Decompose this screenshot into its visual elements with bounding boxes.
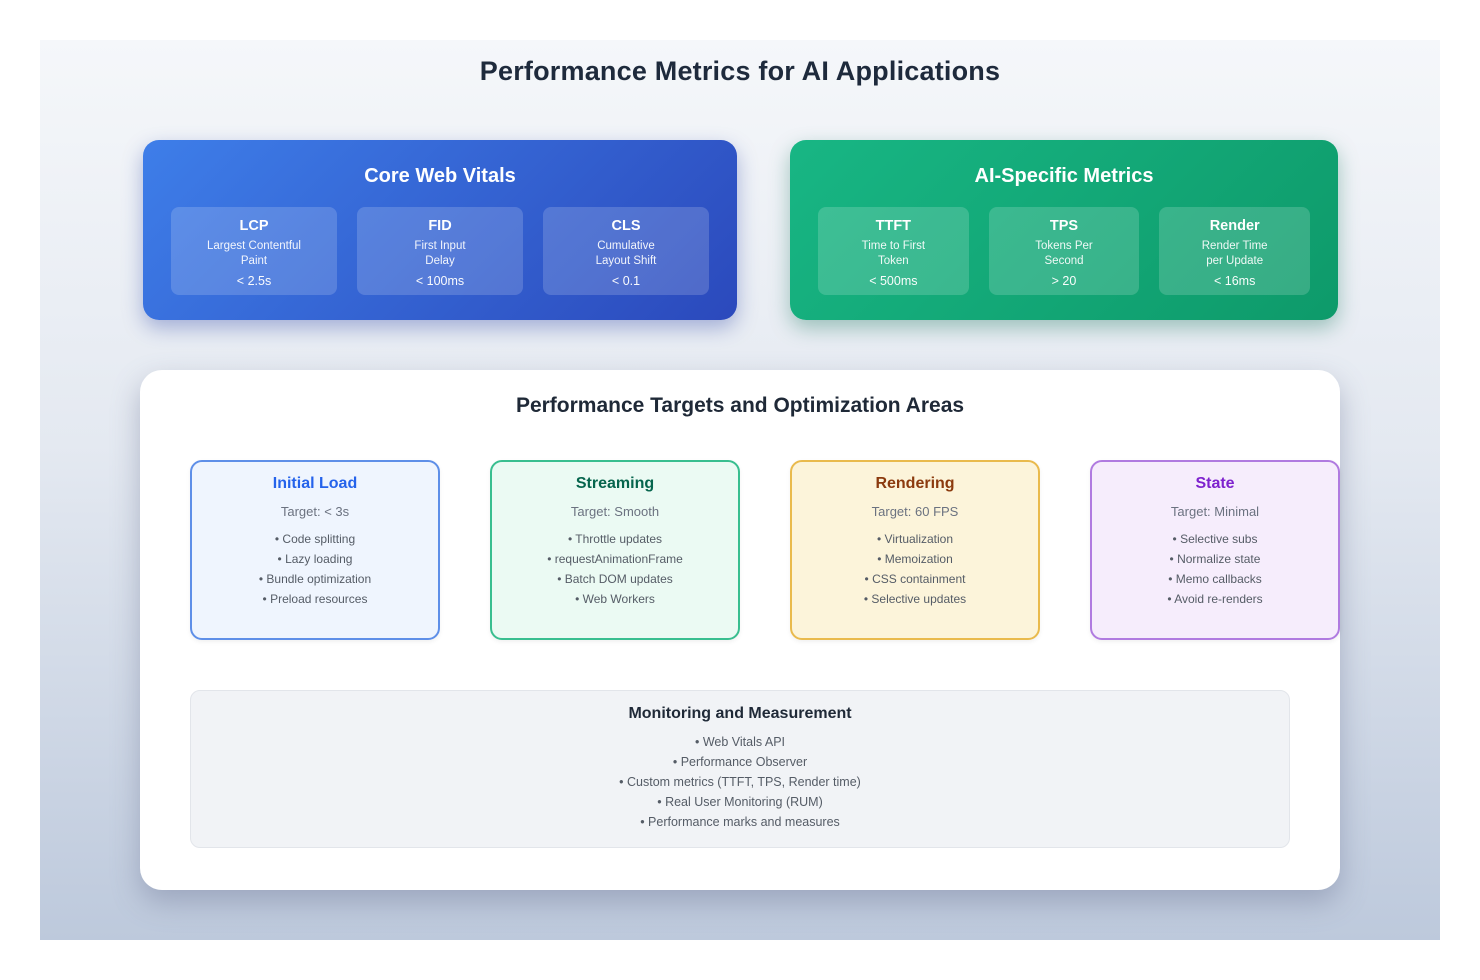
metric-tiles: LCP Largest Contentful Paint < 2.5s FID … — [171, 207, 709, 295]
metric-tile-render: Render Render Time per Update < 16ms — [1159, 207, 1311, 295]
metric-name: CLS — [611, 218, 641, 234]
panel-title: Performance Targets and Optimization Are… — [515, 394, 965, 417]
monitoring-item: Performance Observer — [191, 752, 1289, 772]
area-target: Target: Minimal — [1170, 504, 1260, 519]
metric-name: TPS — [1049, 218, 1079, 234]
metric-name: TTFT — [875, 218, 912, 234]
area-item: Avoid re-renders — [1092, 589, 1338, 609]
area-item: Selective subs — [1092, 529, 1338, 549]
area-item: Memoization — [792, 549, 1038, 569]
area-item: Lazy loading — [192, 549, 438, 569]
area-item: requestAnimationFrame — [492, 549, 738, 569]
area-item: Bundle optimization — [192, 569, 438, 589]
area-item-list: Selective subs Normalize state Memo call… — [1092, 529, 1338, 609]
metric-description: Render Time per Update — [1201, 240, 1268, 267]
area-card-initial-load: Initial Load Target: < 3s Code splitting… — [190, 460, 440, 640]
area-item: Selective updates — [792, 589, 1038, 609]
optimization-areas-row: Initial Load Target: < 3s Code splitting… — [190, 460, 1340, 640]
area-item: Web Workers — [492, 589, 738, 609]
monitoring-item: Web Vitals API — [191, 732, 1289, 752]
group-title: Core Web Vitals — [364, 165, 516, 187]
metric-name: LCP — [239, 218, 269, 234]
area-item: Normalize state — [1092, 549, 1338, 569]
area-card-state: State Target: Minimal Selective subs Nor… — [1090, 460, 1340, 640]
metric-groups-row: Core Web Vitals LCP Largest Contentful P… — [143, 140, 1338, 320]
area-item: Code splitting — [192, 529, 438, 549]
area-item-list: Code splitting Lazy loading Bundle optim… — [192, 529, 438, 609]
metric-description: First Input Delay — [414, 240, 466, 267]
area-target: Target: Smooth — [570, 504, 660, 519]
area-card-streaming: Streaming Target: Smooth Throttle update… — [490, 460, 740, 640]
area-item: Memo callbacks — [1092, 569, 1338, 589]
monitoring-section: Monitoring and Measurement Web Vitals AP… — [190, 690, 1290, 848]
metric-name: Render — [1209, 218, 1260, 234]
core-web-vitals-card: Core Web Vitals LCP Largest Contentful P… — [143, 140, 737, 320]
area-item: Preload resources — [192, 589, 438, 609]
metric-description: Cumulative Layout Shift — [595, 240, 657, 267]
monitoring-item-list: Web Vitals API Performance Observer Cust… — [191, 732, 1289, 832]
metric-value: < 16ms — [1214, 274, 1256, 288]
area-card-rendering: Rendering Target: 60 FPS Virtualization … — [790, 460, 1040, 640]
metric-tile-cls: CLS Cumulative Layout Shift < 0.1 — [543, 207, 709, 295]
metric-tile-tps: TPS Tokens Per Second > 20 — [988, 207, 1140, 295]
metric-description: Tokens Per Second — [1035, 240, 1093, 267]
area-target: Target: < 3s — [280, 504, 350, 519]
area-title: State — [1195, 475, 1235, 492]
monitoring-item: Performance marks and measures — [191, 812, 1289, 832]
metric-value: < 0.1 — [611, 274, 641, 288]
metric-tile-ttft: TTFT Time to First Token < 500ms — [818, 207, 969, 295]
metric-value: < 500ms — [869, 274, 918, 288]
monitoring-title: Monitoring and Measurement — [628, 705, 852, 722]
metric-description: Largest Contentful Paint — [207, 240, 301, 267]
area-item: Virtualization — [792, 529, 1038, 549]
metric-description: Time to First Token — [861, 240, 926, 267]
metric-value: > 20 — [1051, 274, 1077, 288]
area-item: Throttle updates — [492, 529, 738, 549]
ai-specific-metrics-card: AI-Specific Metrics TTFT Time to First T… — [790, 140, 1338, 320]
area-title: Streaming — [575, 475, 655, 492]
metric-tiles: TTFT Time to First Token < 500ms TPS Tok… — [818, 207, 1311, 295]
monitoring-item: Custom metrics (TTFT, TPS, Render time) — [191, 772, 1289, 792]
metric-value: < 100ms — [415, 274, 465, 288]
metric-tile-fid: FID First Input Delay < 100ms — [357, 207, 523, 295]
performance-targets-panel: Performance Targets and Optimization Are… — [140, 370, 1340, 890]
area-item-list: Virtualization Memoization CSS containme… — [792, 529, 1038, 609]
metric-tile-lcp: LCP Largest Contentful Paint < 2.5s — [171, 207, 337, 295]
page-title: Performance Metrics for AI Applications — [479, 56, 1001, 86]
area-item: CSS containment — [792, 569, 1038, 589]
area-target: Target: 60 FPS — [871, 504, 959, 519]
area-title: Rendering — [875, 475, 955, 492]
metric-name: FID — [428, 218, 452, 234]
metric-value: < 2.5s — [236, 274, 272, 288]
area-item-list: Throttle updates requestAnimationFrame B… — [492, 529, 738, 609]
group-title: AI-Specific Metrics — [974, 165, 1154, 187]
area-item: Batch DOM updates — [492, 569, 738, 589]
area-title: Initial Load — [272, 475, 358, 492]
monitoring-item: Real User Monitoring (RUM) — [191, 792, 1289, 812]
diagram-canvas: Performance Metrics for AI Applications … — [40, 40, 1440, 940]
